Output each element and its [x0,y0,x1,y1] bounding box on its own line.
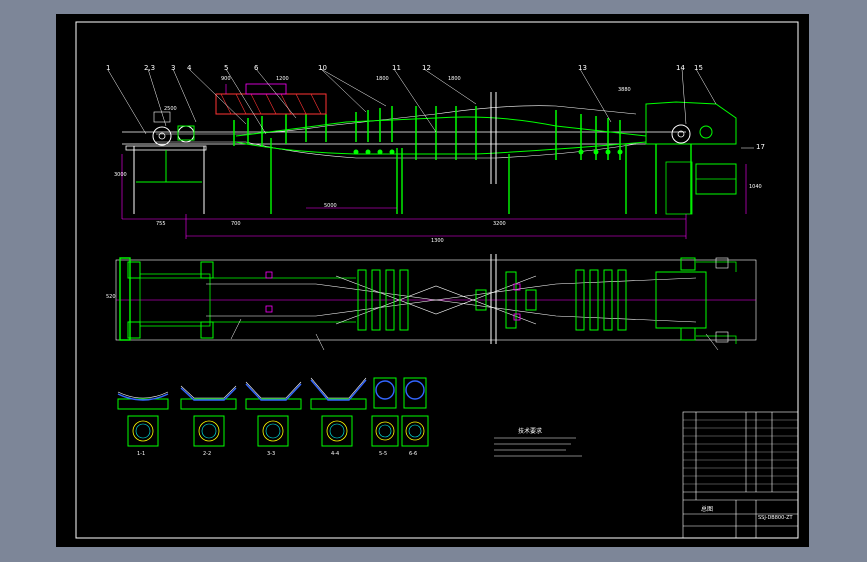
dim-2500: 2500 [164,106,177,112]
dim-900: 900 [221,76,231,82]
plan-view [115,254,757,351]
dim-1800: 1800 [376,76,389,82]
section-details [117,377,429,447]
dim-755: 755 [156,221,166,227]
callout-13: 13 [578,64,587,72]
dim-3000: 3000 [114,172,127,178]
drawing-sheet: 1 2,3 3 4 5 6 10 11 12 13 14 15 17 900 2… [56,14,809,547]
callout-1: 1 [106,64,111,72]
dim-1040: 1040 [749,184,762,190]
inner-border [75,21,799,539]
callout-3: 3 [171,64,176,72]
cad-drawing [75,21,799,539]
title-block [682,411,799,539]
section-label-2: 2-2 [203,451,212,457]
title-block-drawing-no: SSJ-DB800-ZT [758,515,793,521]
notes-title: 技术要求 [518,428,543,435]
callout-17: 17 [756,143,765,151]
section-label-4: 4-4 [331,451,340,457]
dim-3880: 3880 [618,87,631,93]
dim-5000: 5000 [324,203,337,209]
callout-4: 4 [187,64,192,72]
dim-3200: 3200 [493,221,506,227]
callout-11: 11 [392,64,401,72]
callout-14: 14 [676,64,685,72]
dim-1800b: 1800 [448,76,461,82]
section-label-1: 1-1 [137,451,146,457]
section-label-6: 6-6 [409,451,418,457]
side-elevation [107,68,754,239]
section-label-5: 5-5 [379,451,388,457]
dim-700: 700 [231,221,241,227]
section-label-3: 3-3 [267,451,276,457]
callout-5: 5 [224,64,229,72]
dim-520: 520 [106,294,116,300]
dim-1200: 1200 [276,76,289,82]
callout-2-3: 2,3 [144,64,156,72]
title-block-name: 总图 [701,506,714,513]
callout-12: 12 [422,64,431,72]
callout-6: 6 [254,64,259,72]
callout-10: 10 [318,64,327,72]
dim-1300: 1300 [431,238,444,244]
callout-15: 15 [694,64,703,72]
notes-lines [494,437,582,457]
